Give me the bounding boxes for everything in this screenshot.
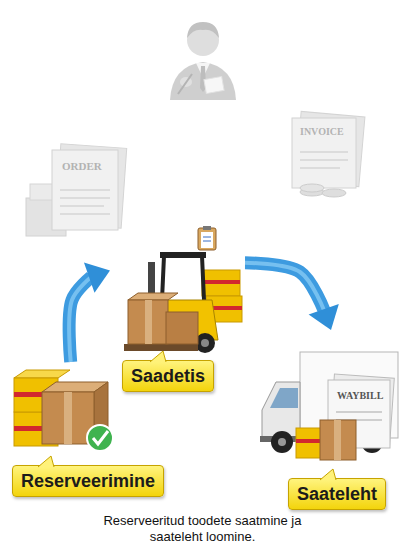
callout-text: Saadetis [131,366,205,386]
truck-icon-part [336,411,382,413]
callout-pointer [320,469,336,480]
forklift-icon-part [203,237,211,238]
packages-icon-part [14,370,70,378]
forklift-icon-part [201,232,213,248]
person-icon-part [178,74,192,94]
forklift-icon-part [145,300,152,344]
person-icon-part [187,22,219,38]
arrow-head [84,263,110,293]
invoice-papers-part [300,159,348,161]
order-papers-part [60,205,104,207]
person-icon-part [170,62,236,100]
callout-label: Reserveerimine [12,465,164,497]
callout-node: Saateleht [250,330,400,510]
forklift-icon-part [203,241,211,242]
flow-arrow [245,263,339,330]
forklift-icon-part [202,280,240,284]
forklift-icon-part [198,228,216,250]
truck-icon-part [320,420,356,460]
order-papers [26,144,127,236]
person-icon-part [204,77,224,94]
truck-icon-part [270,388,298,408]
truck-icon-part [334,420,341,460]
packages-icon-part [87,425,113,451]
forklift-icon-part [128,300,168,344]
caption-box: Reserveeritud toodete saatmine ja saatel… [0,513,405,545]
forklift-icon-part [166,312,198,344]
document-label: ORDER [62,160,102,172]
document-label: WAYBILL [337,390,383,401]
callout-label: Saateleht [288,478,386,510]
truck-icon-part [278,438,286,446]
order-papers-part [60,213,110,215]
invoice-papers-part [300,167,340,169]
flow-arrow [69,263,110,362]
document-label: INVOICE [300,126,344,137]
callout-pointer [38,456,54,467]
order-papers-part [60,197,110,199]
packages-icon-part [64,392,72,444]
invoice-papers-part [322,189,346,197]
forklift-icon-part [124,344,198,351]
person-icon [170,22,236,100]
truck-icon [260,352,398,460]
forklift-icon-part [201,339,209,347]
callout-text: Reserveerimine [21,471,155,491]
callout-pointer [320,469,336,480]
forklift-icon-part [128,293,178,300]
callout-pointer [150,351,166,362]
callout-text: Saateleht [297,484,377,504]
forklift-icon-part [202,270,240,296]
callout-pointer [38,456,54,467]
callout-pointer [37,456,57,467]
invoice-papers [292,111,365,197]
packages-icon [14,370,113,451]
callout-pointer [150,351,166,362]
forklift-icon [124,226,242,353]
order-papers-part [60,189,110,191]
invoice-papers-part [292,118,356,188]
order-papers-part [52,150,118,230]
forklift-icon-part [203,226,211,230]
invoice-papers-part [300,151,348,153]
callout-pointer [149,351,169,362]
arrow-head [309,304,339,330]
flow-arrow-shaft [245,263,324,311]
invoice-papers-part [300,184,324,192]
caption: Reserveeritud toodete saatmine ja saatel… [83,513,323,545]
callout-label: Saadetis [122,360,214,392]
truck-icon-part [271,431,293,453]
callout-node: Saadetis [110,240,245,392]
flow-arrow-shaft [69,277,91,362]
flow-arrow-shine [245,263,324,311]
flow-arrow-shine [69,277,91,362]
packages-icon-part [93,431,108,444]
callout-pointer [319,469,339,480]
